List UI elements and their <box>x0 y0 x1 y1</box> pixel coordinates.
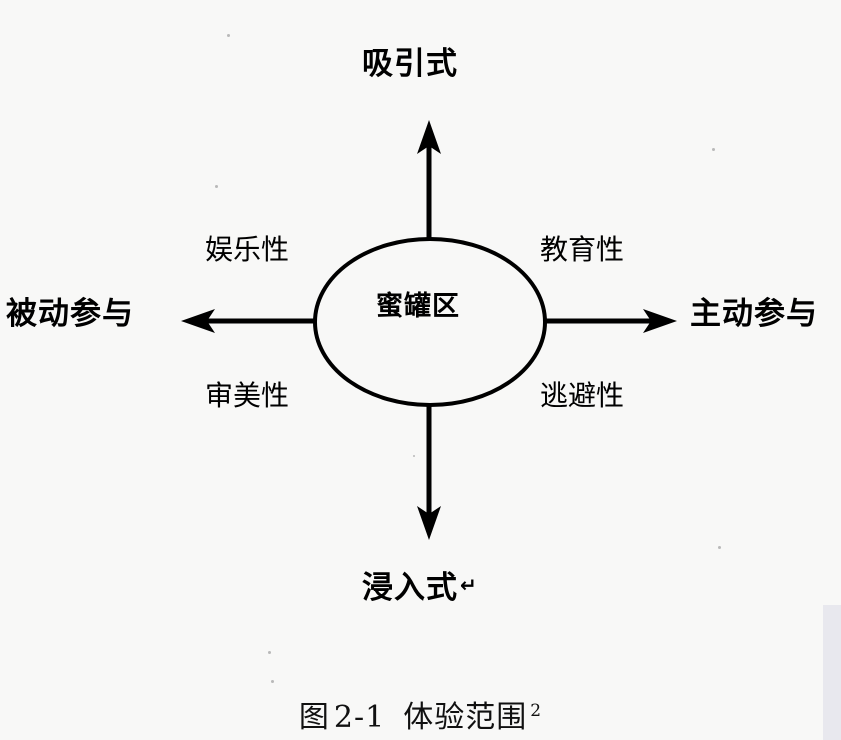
arrowhead-left <box>181 309 215 333</box>
caption-name: 体验范围 <box>403 700 528 735</box>
quadrant-label-bottom-right: 逃避性 <box>540 379 625 412</box>
quadrant-label-bottom-left: 审美性 <box>205 379 290 412</box>
axis-label-bottom: 浸入式↵ <box>362 562 478 607</box>
arrowhead-right <box>643 309 677 333</box>
center-ellipse-label: 蜜罐区 <box>376 291 460 322</box>
axis-label-left: 被动参与 <box>6 296 134 332</box>
axis-label-top: 吸引式 <box>362 46 458 82</box>
center-ellipse <box>313 237 547 407</box>
arrowhead-up <box>417 120 441 154</box>
caption-footnote-marker: 2 <box>530 701 543 721</box>
caption-number: 2-1 <box>333 700 386 735</box>
arrowhead-down <box>417 506 441 540</box>
axis-label-bottom-text: 浸入式 <box>362 570 458 606</box>
axis-label-right: 主动参与 <box>690 296 818 332</box>
quadrant-label-top-left: 娱乐性 <box>205 233 290 266</box>
quadrant-label-top-right: 教育性 <box>540 233 625 266</box>
return-mark-icon: ↵ <box>460 573 478 597</box>
caption-prefix: 图 <box>298 700 330 735</box>
